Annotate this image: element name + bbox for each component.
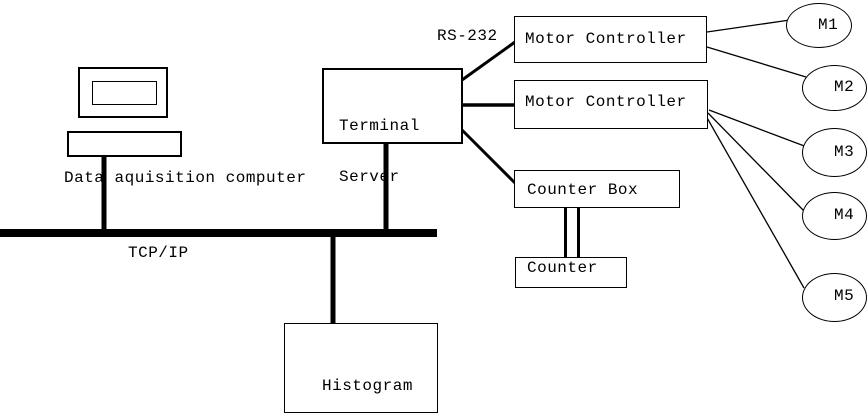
motor-m3-label: M3 — [834, 143, 855, 161]
terminal-server-label-line2: Server — [339, 168, 400, 186]
data-acquisition-computer-label: Data aquisition computer — [64, 169, 307, 187]
terminal-server-label: Terminal Server — [339, 84, 420, 220]
computer-screen-shape — [92, 81, 157, 105]
motor-m5-ellipse — [802, 273, 867, 322]
terminal-server-to-counter-box-line — [460, 128, 517, 185]
motor-controller-2-to-m4-line — [707, 112, 806, 213]
motor-controller-2-label: Motor Controller — [525, 93, 687, 111]
motor-controller-2-to-m3-line — [708, 109, 808, 148]
motor-m2-label: M2 — [834, 78, 855, 96]
terminal-server-box — [322, 68, 463, 144]
motor-m5-label: M5 — [834, 287, 855, 305]
histogram-memory-label-line1: Histogram — [322, 377, 413, 395]
counter-label: Counter — [527, 259, 598, 277]
motor-m4-ellipse — [802, 192, 867, 240]
terminal-server-label-line1: Terminal — [339, 117, 420, 135]
motor-m4-label: M4 — [834, 206, 855, 224]
terminal-server-to-motor-controller-1-line — [461, 40, 516, 82]
computer-keyboard-shape — [67, 131, 182, 157]
motor-controller-1-to-m1-line — [706, 19, 791, 33]
tcpip-label: TCP/IP — [128, 244, 189, 262]
motor-controller-1-to-m2-line — [706, 46, 807, 78]
histogram-memory-label: Histogram Memory — [322, 341, 413, 414]
rs232-label: RS-232 — [437, 27, 498, 45]
counter-box-label: Counter Box — [527, 181, 639, 199]
motor-controller-1-box — [514, 16, 707, 63]
motor-controller-2-box — [514, 80, 708, 129]
counter-box-box — [514, 170, 680, 208]
motor-controller-2-to-m5-line — [705, 115, 805, 289]
motor-m1-label: M1 — [818, 16, 839, 34]
motor-m1-ellipse — [786, 3, 852, 48]
motor-m3-ellipse — [802, 128, 867, 177]
histogram-memory-box — [284, 323, 438, 413]
motor-controller-1-label: Motor Controller — [525, 30, 687, 48]
counter-box — [515, 257, 627, 288]
